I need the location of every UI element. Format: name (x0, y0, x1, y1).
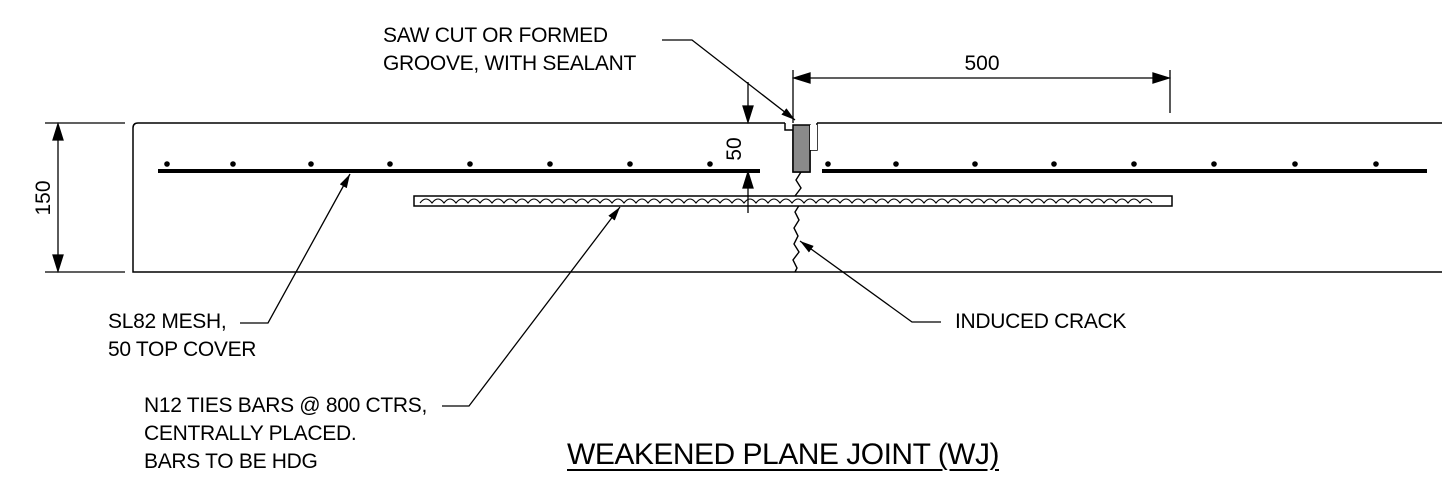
mesh-label-line2: 50 TOP COVER (108, 338, 257, 361)
tie-bar-label-line1: N12 TIES BARS @ 800 CTRS, (144, 394, 428, 417)
mesh-label: SL82 MESH, 50 TOP COVER (108, 308, 256, 364)
mesh-reinforcement (158, 161, 1427, 173)
sealant-groove (784, 123, 818, 173)
tie-bar-label-line3: BARS TO BE HDG (144, 450, 318, 473)
dimension-slab-thickness (45, 121, 125, 274)
induced-crack (792, 171, 802, 273)
leader-tie-bar (442, 206, 621, 407)
drawing-title: WEAKENED PLANE JOINT (WJ) (567, 438, 1000, 471)
dimension-text-500: 500 (964, 52, 999, 75)
dimension-text-50: 50 (723, 137, 746, 160)
dimension-text-150: 150 (32, 180, 55, 215)
saw-cut-label-line1: SAW CUT OR FORMED (383, 24, 608, 47)
tie-bar-label-line2: CENTRALLY PLACED. (144, 422, 357, 445)
tie-bar-label: N12 TIES BARS @ 800 CTRS, CENTRALLY PLAC… (144, 392, 427, 476)
induced-crack-label: INDUCED CRACK (955, 310, 1127, 333)
saw-cut-label-line2: GROOVE, WITH SEALANT (383, 52, 637, 75)
leader-saw-cut (662, 39, 796, 121)
mesh-label-line1: SL82 MESH, (108, 310, 227, 333)
tie-bar (413, 195, 1173, 207)
dimension-tie-bar-half-length (791, 70, 1172, 123)
saw-cut-label: SAW CUT OR FORMED GROOVE, WITH SEALANT (383, 22, 636, 78)
slab-outline (132, 122, 1442, 273)
dimension-top-cover (740, 82, 760, 213)
leader-mesh (240, 173, 351, 324)
leader-induced-crack (799, 240, 941, 323)
